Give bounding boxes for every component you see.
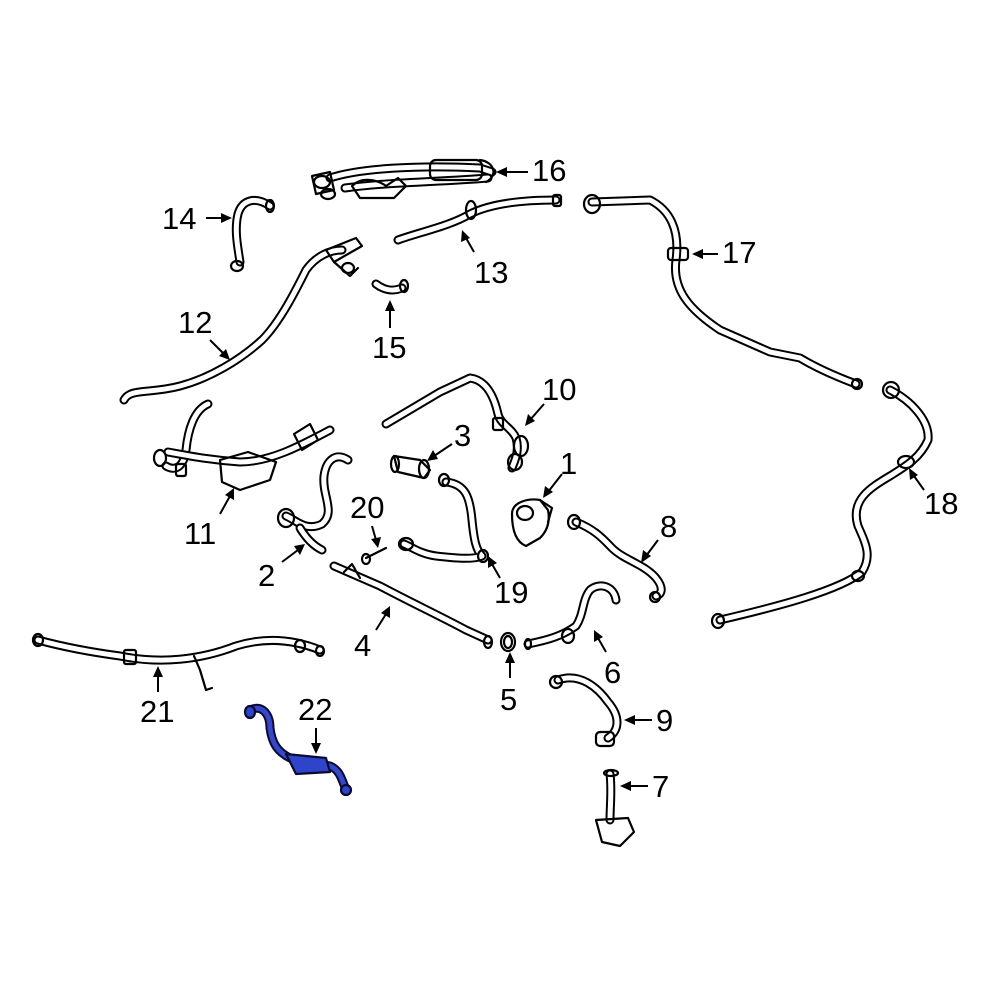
svg-text:6: 6 [604,655,621,690]
part-11-hose-assembly [152,399,335,492]
part-3-connector [389,454,432,480]
part-20-bolt [360,546,388,566]
part-8-hose [566,513,666,604]
callout-13[interactable]: 13 [461,230,508,290]
callout-2[interactable]: 2 [258,544,305,593]
svg-text:13: 13 [474,255,508,290]
callout-9[interactable]: 9 [624,703,673,738]
svg-text:11: 11 [184,516,216,551]
svg-text:4: 4 [354,628,371,663]
part-10-line [381,373,530,473]
svg-text:1: 1 [560,446,577,481]
svg-text:14: 14 [162,201,196,236]
callout-15[interactable]: 15 [372,300,406,365]
part-13-hose [393,193,563,245]
svg-text:20: 20 [350,490,384,525]
part-17-pipe [582,193,864,391]
svg-text:18: 18 [924,486,958,521]
part-5-clamp [499,631,517,653]
callout-5[interactable]: 5 [500,652,517,717]
svg-text:22: 22 [298,692,332,727]
part-1-housing [510,498,554,548]
callout-22[interactable]: 22 [298,692,332,754]
svg-text:7: 7 [652,769,669,804]
callout-19[interactable]: 19 [488,556,528,610]
callout-16[interactable]: 16 [496,153,566,188]
callout-4[interactable]: 4 [354,606,390,663]
part-12-pipe [119,236,364,405]
part-2-hose [276,452,353,555]
callout-18[interactable]: 18 [909,468,958,521]
svg-text:8: 8 [660,509,677,544]
callout-1[interactable]: 1 [543,446,577,498]
part-18-pipe [710,380,933,630]
svg-text:15: 15 [372,330,406,365]
callout-12[interactable]: 12 [178,305,230,360]
svg-text:3: 3 [454,418,471,453]
part-22-pipe-highlighted[interactable] [243,703,353,797]
callout-11[interactable]: 11 [184,488,234,551]
part-21-line [31,632,326,692]
svg-text:10: 10 [542,372,576,407]
svg-text:17: 17 [722,235,756,270]
part-4-pipe [329,561,494,650]
callout-6[interactable]: 6 [594,630,621,690]
part-7-pipe [594,768,636,848]
svg-text:2: 2 [258,558,275,593]
callout-8[interactable]: 8 [641,509,677,563]
callout-21[interactable]: 21 [140,666,174,729]
part-16-hose-assembly [310,158,497,201]
part-15-elbow [371,278,410,295]
callout-20[interactable]: 20 [350,490,384,548]
svg-text:21: 21 [140,694,174,729]
svg-text:19: 19 [494,575,528,610]
callout-17[interactable]: 17 [692,235,756,270]
svg-text:16: 16 [532,153,566,188]
part-14-hose [229,195,276,273]
part-9-pipe [548,673,622,748]
callout-14[interactable]: 14 [162,201,232,236]
part-6-hose [523,581,621,651]
part-19-pipe [397,472,490,564]
callout-7[interactable]: 7 [620,769,669,804]
svg-text:12: 12 [178,305,212,340]
callout-3[interactable]: 3 [427,418,471,461]
svg-text:5: 5 [500,682,517,717]
svg-text:9: 9 [656,703,673,738]
callout-10[interactable]: 10 [525,372,576,426]
